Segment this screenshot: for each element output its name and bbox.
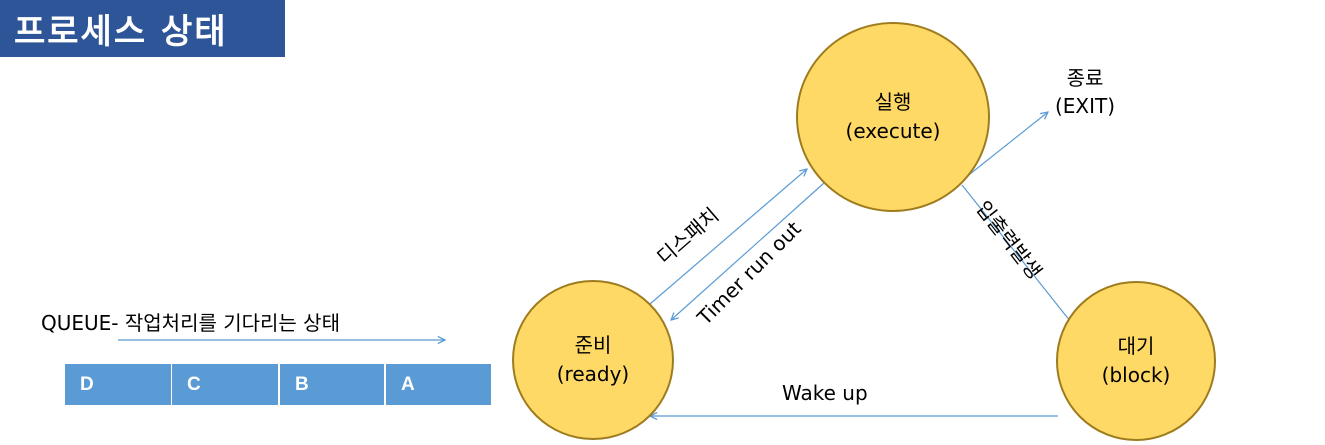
exit-arrow [959,112,1048,183]
queue-item: B [280,364,384,405]
state-execute: 실행 (execute) [796,22,990,212]
timer-run-out-arrow [671,182,825,320]
state-exit-name: 종료 [1066,66,1104,90]
queue-item: D [65,364,171,405]
state-block: 대기 (block) [1056,281,1216,441]
state-ready-name: 준비 [574,333,612,357]
queue-label: QUEUE- 작업처리를 기다리는 상태 [41,311,340,335]
state-block-sub: (block) [1101,363,1171,387]
queue-item: A [386,364,491,405]
state-exit: 종료 (EXIT) [1040,64,1130,120]
state-block-name: 대기 [1117,334,1155,358]
state-ready: 준비 (ready) [512,280,674,440]
dispatch-arrow [649,169,807,305]
state-execute-sub: (execute) [845,119,941,143]
page-title: 프로세스 상태 [0,0,285,57]
state-exit-sub: (EXIT) [1054,94,1116,118]
queue-item: C [172,364,278,405]
state-execute-name: 실행 [874,90,912,114]
queue-item [171,364,172,405]
wake-up-label: Wake up [782,381,868,405]
state-ready-sub: (ready) [556,362,630,386]
io-arrow [961,184,1082,336]
